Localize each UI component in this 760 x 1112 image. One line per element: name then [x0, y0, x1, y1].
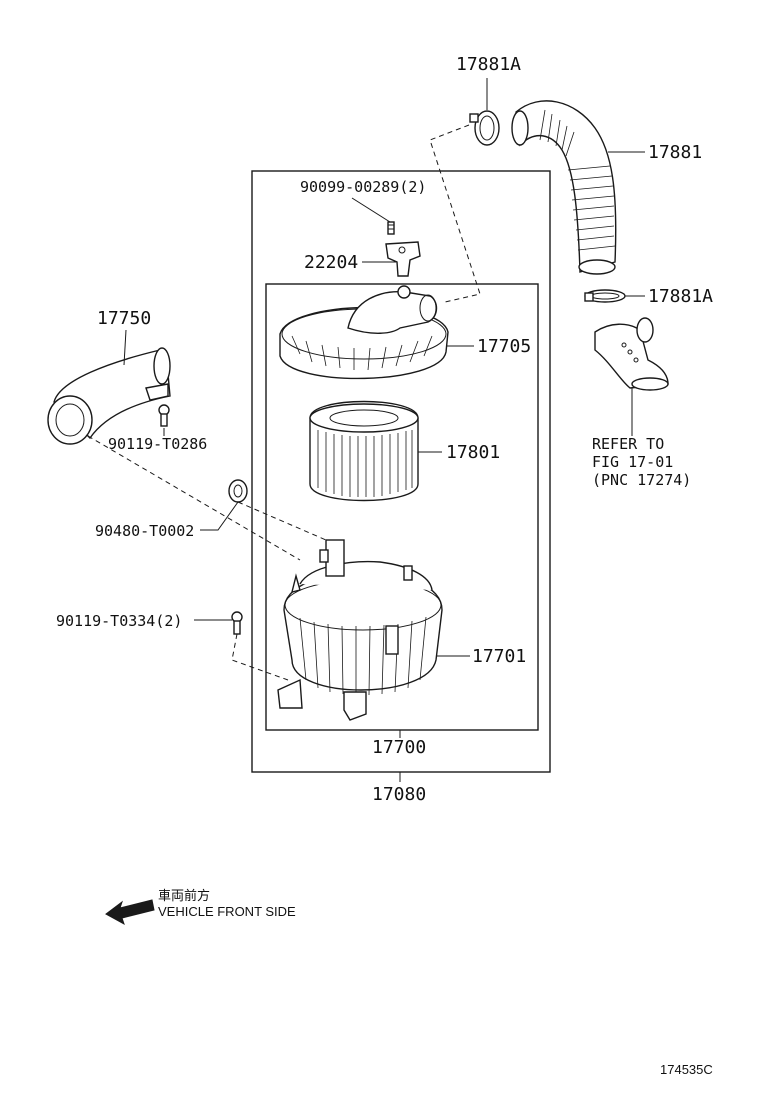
direction-jp: 車両前方: [158, 888, 210, 903]
direction-en: VEHICLE FRONT SIDE: [158, 904, 296, 919]
label-case: 17701: [472, 646, 526, 667]
assembly-box-inner: [265, 283, 539, 731]
clamp-lower-part: [584, 289, 626, 303]
lead-grommet: [200, 501, 239, 531]
label-sensor: 22204: [304, 252, 358, 273]
label-bolt-duct: 90119-T0286: [108, 435, 207, 453]
label-assy-inner: 17700: [372, 737, 426, 758]
hose-part: [511, 100, 617, 275]
screw-sensor-part: [387, 221, 395, 235]
dash-clamp-to-cap: [429, 124, 481, 303]
dash-duct-to-case: [87, 435, 301, 561]
label-cap: 17705: [477, 336, 531, 357]
grommet-part: [228, 479, 248, 503]
label-bolt-case: 90119-T0334(2): [56, 612, 182, 630]
case-part: [277, 539, 443, 721]
figure-code: 174535C: [660, 1062, 713, 1077]
sensor-part: [385, 241, 421, 277]
bolt-duct-part: [158, 404, 170, 427]
lead-duct: [123, 329, 127, 366]
bolt-case-part: [231, 611, 243, 635]
lead-screw: [351, 197, 391, 223]
dash-grommet-to-case: [237, 501, 327, 541]
label-clamp-lower: 17881A: [648, 286, 713, 307]
dash-bolt-to-case: [231, 633, 289, 681]
label-assy-outer: 17080: [372, 784, 426, 805]
label-element: 17801: [446, 442, 500, 463]
label-intake-duct: 17750: [97, 308, 151, 329]
refer-elbow-part: [594, 317, 669, 391]
label-clamp-upper: 17881A: [456, 54, 521, 75]
front-arrow-icon: [105, 899, 155, 926]
clamp-upper-part: [469, 110, 500, 146]
cap-part: [279, 285, 449, 380]
refer-note-line2: FIG 17-01: [592, 453, 673, 471]
label-hose: 17881: [648, 142, 702, 163]
label-screw-sensor: 90099-00289(2): [300, 178, 426, 196]
intake-duct-part: [47, 347, 171, 445]
label-grommet: 90480-T0002: [95, 522, 194, 540]
assembly-box-outer: [251, 170, 551, 773]
element-part: [309, 400, 419, 502]
refer-note-line1: REFER TO: [592, 435, 664, 453]
refer-note-line3: (PNC 17274): [592, 471, 691, 489]
